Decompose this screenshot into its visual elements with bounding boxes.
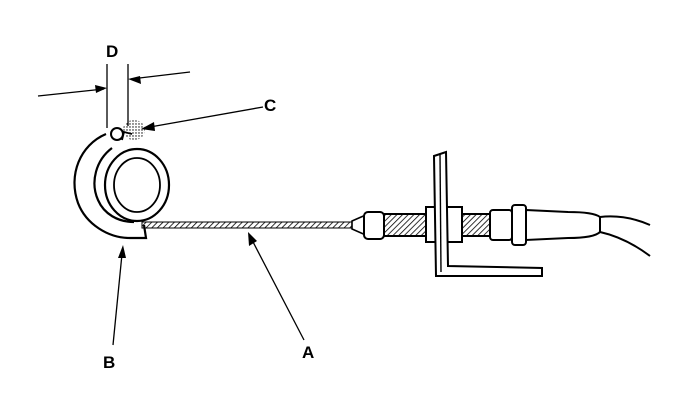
dimension-leader-right bbox=[130, 71, 191, 80]
dimension-d bbox=[37, 64, 191, 128]
leader-c bbox=[149, 106, 264, 128]
bracket-edge bbox=[439, 153, 442, 273]
dimension-leader-left bbox=[37, 88, 105, 97]
throttle-cable bbox=[141, 212, 369, 238]
leader-b bbox=[112, 253, 123, 346]
housing-ferrule bbox=[511, 204, 527, 246]
outer-housing-top bbox=[599, 215, 651, 226]
leader-b-arrow bbox=[118, 245, 126, 258]
adjuster-thread-right bbox=[461, 213, 491, 237]
throttle-shaft-inner bbox=[113, 157, 161, 213]
callout-leaders bbox=[112, 106, 305, 346]
leader-a bbox=[251, 239, 305, 341]
clearance-area-stipple bbox=[123, 120, 145, 140]
cable-inner-wire bbox=[141, 221, 359, 229]
drum-inner-arc bbox=[93, 147, 135, 224]
outer-housing-bottom bbox=[599, 231, 651, 257]
callout-label-d: D bbox=[106, 42, 118, 61]
housing-collar bbox=[489, 209, 513, 241]
cable-adjuster bbox=[363, 204, 651, 257]
housing-boot bbox=[525, 208, 601, 242]
drum-outer-arc bbox=[73, 132, 148, 240]
adjuster-cap bbox=[363, 211, 385, 240]
leader-a-arrow bbox=[248, 232, 257, 246]
dimension-arrow-left bbox=[95, 85, 107, 93]
throttle-shaft-boss bbox=[103, 147, 171, 223]
dimension-arrow-right bbox=[128, 76, 141, 84]
callout-label-b: B bbox=[103, 353, 115, 372]
bracket-plate bbox=[432, 150, 543, 277]
callout-label-c: C bbox=[264, 96, 276, 115]
throttle-drum bbox=[73, 130, 171, 240]
leader-c-arrow bbox=[141, 122, 155, 131]
adjuster-thread-left bbox=[383, 213, 429, 237]
cable-bracket bbox=[432, 150, 543, 277]
callout-label-a: A bbox=[302, 343, 314, 362]
stop-pin bbox=[110, 127, 124, 141]
